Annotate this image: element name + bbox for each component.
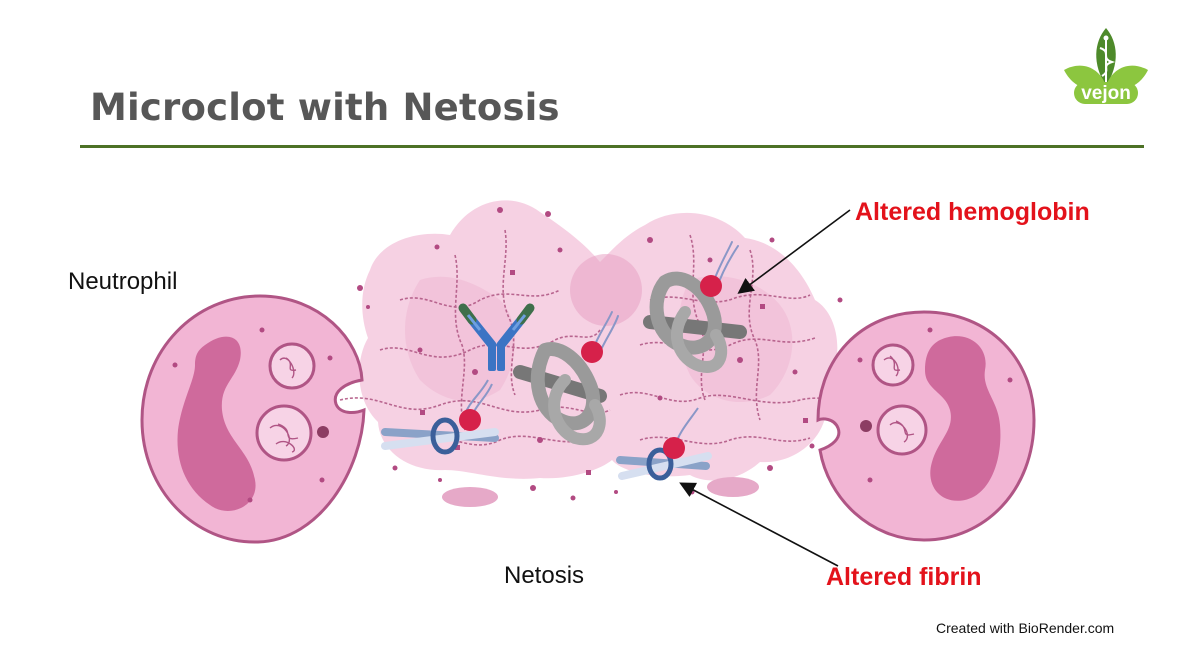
hemoglobin-center: [513, 311, 619, 446]
fibrin-knot-left: [381, 379, 499, 455]
slide-title: Microclot with Netosis: [90, 86, 560, 129]
neutrophil-right: [816, 310, 1036, 542]
arrow-to-hemoglobin-icon: [737, 209, 851, 294]
altered-hemoglobin-label: Altered hemoglobin: [855, 198, 1090, 226]
net-debris: [357, 207, 843, 501]
altered-fibrin-label: Altered fibrin: [826, 563, 982, 591]
netosis-label: Netosis: [504, 562, 585, 589]
antibody: [458, 303, 535, 371]
title-divider: [80, 145, 1144, 148]
neutrophil-label: Neutrophil: [68, 268, 178, 295]
arrow-to-fibrin-icon: [679, 482, 839, 567]
vejon-logo-icon: vejon: [1064, 28, 1148, 104]
fibrin-knot-right: [616, 407, 712, 481]
hemoglobin-upper: [643, 241, 747, 373]
credit-text: Created with BioRender.com: [936, 620, 1115, 636]
neutrophil-left: [140, 294, 366, 544]
logo-text: vejon: [1081, 83, 1131, 104]
